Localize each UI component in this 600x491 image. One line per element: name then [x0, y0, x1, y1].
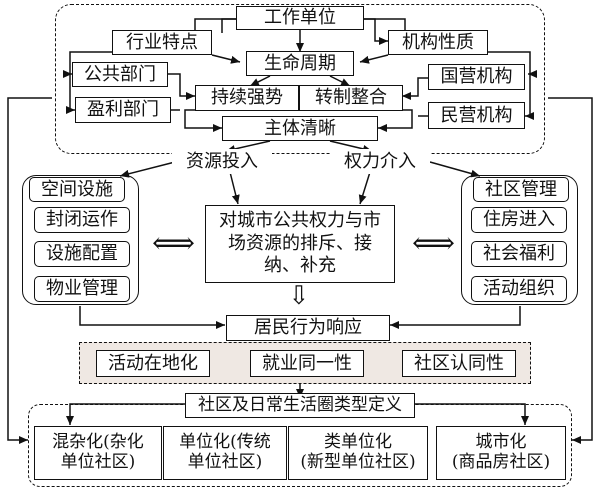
left-double-arrow-icon: ⟺ — [152, 226, 196, 261]
type-urban-line2: (商品房社区) — [451, 452, 551, 472]
profit-sector-node: 盈利部门 — [75, 97, 171, 123]
community-type-definition-node: 社区及日常生活圈类型定义 — [185, 393, 415, 418]
community-management-title: 社区管理 — [473, 177, 569, 202]
sustained-strong-node: 持续强势 — [195, 85, 299, 111]
center-down-arrow-icon: ⇩ — [288, 281, 310, 311]
subject-clear-node: 主体清晰 — [222, 116, 378, 141]
state-owned-node: 国营机构 — [428, 64, 525, 90]
employment-identity-node: 就业同一性 — [250, 350, 364, 377]
type-mixed-line2: 单位社区) — [60, 452, 136, 472]
industry-feature-node: 行业特点 — [112, 30, 212, 55]
power-intervention-node: 权力介入 — [330, 149, 430, 174]
type-urban-line1: 城市化 — [475, 432, 527, 453]
spatial-facility-group — [22, 175, 139, 305]
resource-input-node: 资源投入 — [172, 149, 272, 174]
housing-entry-node: 住房进入 — [471, 207, 567, 233]
center-description-text: 对城市公共权力与市场资源的排斥、接纳、补充 — [219, 210, 381, 277]
type-unit-node: 单位化(传统 单位社区) — [163, 426, 287, 480]
facility-config-node: 设施配置 — [34, 241, 130, 267]
property-management-node: 物业管理 — [34, 276, 130, 302]
type-urban-node: 城市化 (商品房社区) — [436, 426, 566, 480]
spatial-facility-title: 空间设施 — [29, 177, 125, 202]
private-owned-node: 民营机构 — [428, 102, 525, 129]
type-quasi-unit-node: 类单位化 (新型单位社区) — [288, 426, 428, 480]
activity-organization-node: 活动组织 — [471, 276, 567, 302]
lifecycle-node: 生命周期 — [246, 51, 354, 76]
right-double-arrow-icon: ⟺ — [412, 226, 456, 261]
restructure-node: 转制整合 — [299, 85, 403, 111]
center-description-node: 对城市公共权力与市场资源的排斥、接纳、补充 — [205, 205, 395, 283]
social-welfare-node: 社会福利 — [471, 241, 567, 267]
org-nature-node: 机构性质 — [388, 30, 488, 55]
work-unit-node: 工作单位 — [236, 6, 364, 30]
activity-localization-node: 活动在地化 — [96, 350, 210, 377]
top-section-frame — [55, 4, 545, 154]
closed-operation-node: 封闭运作 — [34, 207, 130, 233]
type-mixed-line1: 混杂化(杂化 — [52, 432, 144, 453]
type-unit-line1: 单位化(传统 — [179, 432, 271, 453]
resident-response-node: 居民行为响应 — [226, 315, 390, 341]
community-identity-node: 社区认同性 — [402, 350, 516, 377]
type-unit-line2: 单位社区) — [187, 452, 263, 472]
type-quasi-unit-line1: 类单位化 — [324, 432, 392, 453]
type-quasi-unit-line2: (新型单位社区) — [300, 452, 416, 472]
community-management-group — [461, 175, 578, 305]
type-mixed-node: 混杂化(杂化 单位社区) — [34, 426, 162, 480]
public-sector-node: 公共部门 — [72, 62, 168, 87]
